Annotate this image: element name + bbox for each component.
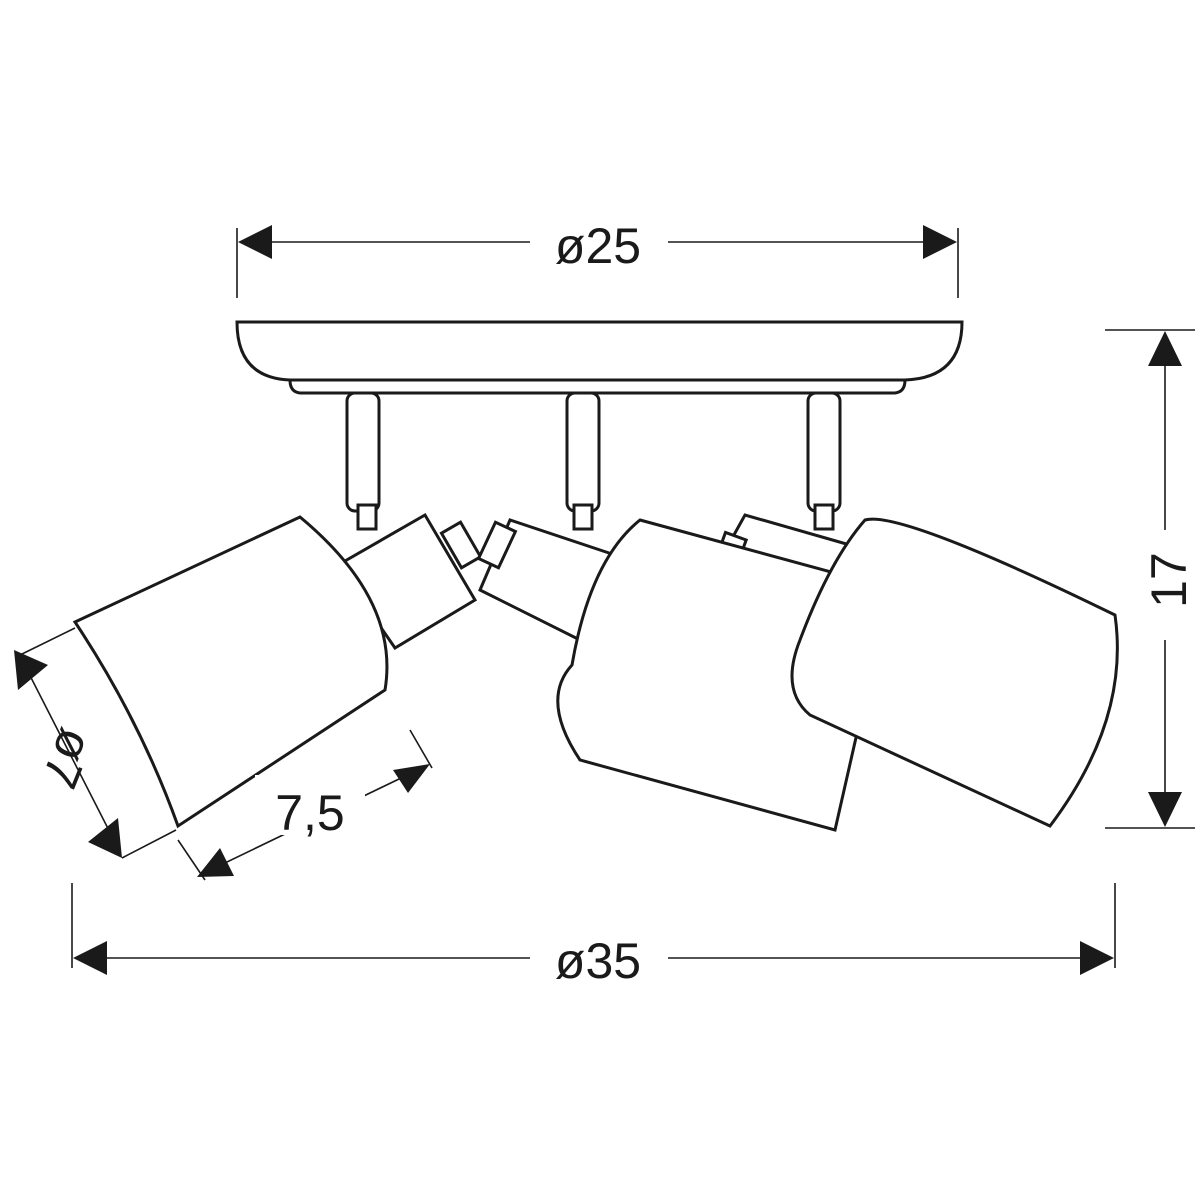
plate-diameter-dimension: ø25 bbox=[236, 218, 959, 298]
shade-diameter-label: ø7 bbox=[31, 721, 105, 796]
overall-diameter-dimension: ø35 bbox=[71, 883, 1116, 989]
height-dimension: 17 bbox=[1105, 329, 1197, 829]
stems bbox=[345, 391, 842, 531]
shade-length-label: 7,5 bbox=[275, 785, 345, 841]
height-label: 17 bbox=[1141, 552, 1197, 608]
shade-length-dimension: 7,5 bbox=[177, 729, 433, 881]
overall-diameter-label: ø35 bbox=[555, 933, 641, 989]
plate-diameter-label: ø25 bbox=[555, 218, 641, 274]
shades bbox=[72, 515, 1119, 832]
ceiling-plate bbox=[235, 320, 964, 395]
